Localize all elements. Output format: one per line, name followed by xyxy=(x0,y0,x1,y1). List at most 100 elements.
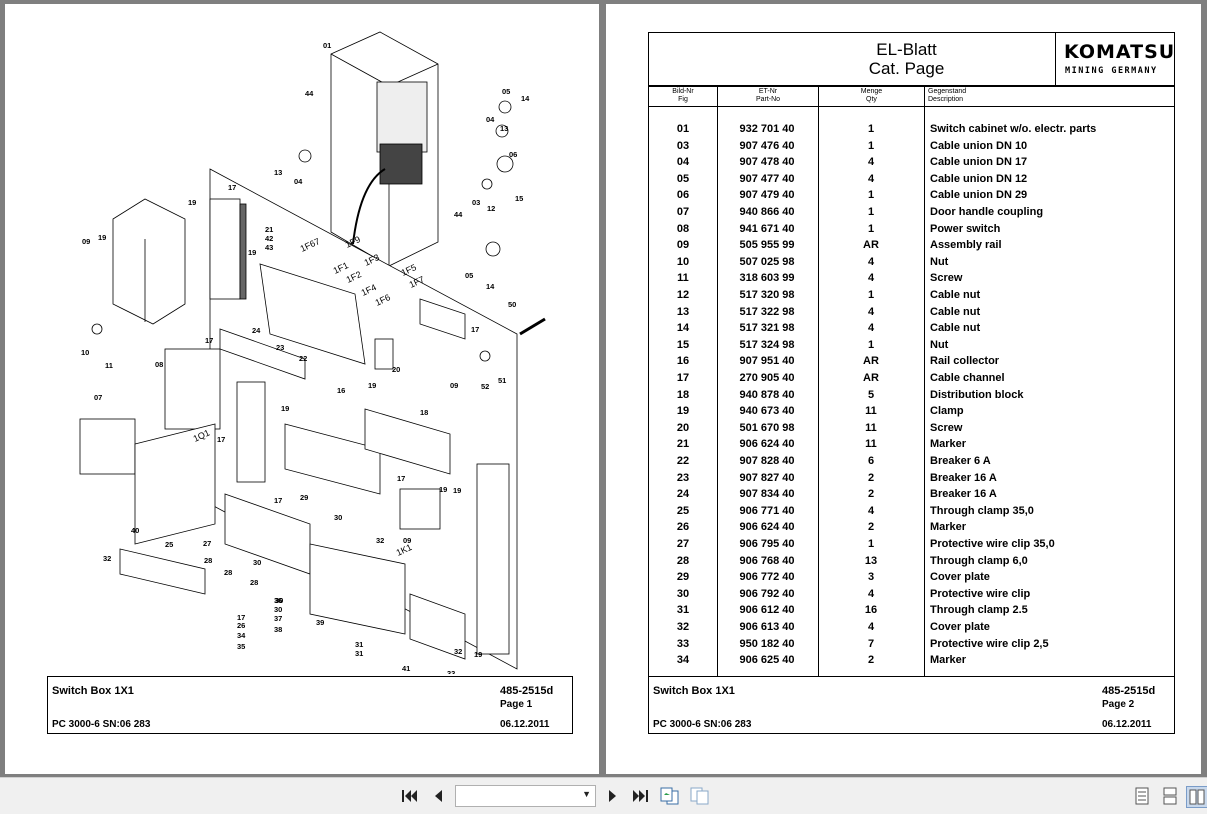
footer-page-number: Page 2 xyxy=(1102,699,1135,710)
callout-label: 19 xyxy=(474,650,482,659)
row-description: Through clamp 6,0 xyxy=(930,554,1028,567)
row-part-number: 501 670 98 xyxy=(739,421,795,434)
callout-label: 44 xyxy=(454,210,463,219)
callout-label: 32 xyxy=(376,536,384,545)
row-part-number: 906 795 40 xyxy=(739,538,795,550)
row-quantity: 4 xyxy=(867,587,875,600)
row-quantity: 4 xyxy=(867,504,875,517)
callout-label: 11 xyxy=(105,361,113,370)
row-fig: 15 xyxy=(676,338,690,351)
row-part-number: 517 321 98 xyxy=(739,322,795,335)
page-select[interactable]: ▼ xyxy=(455,785,596,807)
go-forward-icon[interactable] xyxy=(690,786,710,806)
row-quantity: 7 xyxy=(867,637,875,650)
callout-label: 52 xyxy=(481,382,489,391)
callout-label: 31 xyxy=(355,640,363,649)
callout-label: 19 xyxy=(368,381,376,390)
row-quantity: 1 xyxy=(867,538,875,550)
callout-label: 05 xyxy=(465,271,473,280)
row-part-number: 940 673 40 xyxy=(739,405,795,418)
footer-box: Switch Box 1X1 485-2515d Page 1 PC 3000-… xyxy=(47,676,573,734)
row-quantity: AR xyxy=(863,239,879,252)
row-quantity: AR xyxy=(863,372,879,384)
page-2: EL-Blatt Cat. Page KOMATSU MINING GERMAN… xyxy=(606,4,1201,774)
footer-machine: PC 3000-6 SN:06 283 xyxy=(52,719,151,730)
row-description: Nut xyxy=(930,338,949,351)
footer-machine: PC 3000-6 SN:06 283 xyxy=(653,719,752,730)
callout-label: 03 xyxy=(472,198,480,207)
row-fig: 08 xyxy=(676,222,690,235)
single-page-view-icon[interactable] xyxy=(1132,786,1152,806)
row-description: Rail collector xyxy=(930,355,1000,368)
row-description: Screw xyxy=(930,272,963,285)
continuous-view-icon[interactable] xyxy=(1160,786,1180,806)
callout-label: 13 xyxy=(274,168,282,177)
callout-label: 16 xyxy=(337,386,345,395)
callout-label: 28 xyxy=(250,578,258,587)
row-part-number: 907 827 40 xyxy=(739,471,795,484)
callout-label: 23 xyxy=(276,343,284,352)
callout-label: 13 xyxy=(500,124,508,133)
row-part-number: 907 477 40 xyxy=(739,172,795,185)
row-quantity: 1 xyxy=(867,139,875,152)
callout-label: 35 xyxy=(237,642,245,651)
callout-label: 29 xyxy=(300,493,308,502)
next-page-icon[interactable] xyxy=(603,786,623,806)
row-fig: 28 xyxy=(676,554,690,567)
callout-label: 44 xyxy=(305,89,314,98)
callout-label: 14 xyxy=(521,94,530,103)
callout-label: 32 xyxy=(454,647,462,656)
callout-label: 40 xyxy=(131,526,139,535)
row-part-number: 907 476 40 xyxy=(739,139,795,152)
callout-label: 15 xyxy=(515,194,523,203)
logo-subtitle: MINING GERMANY xyxy=(1065,66,1158,76)
callout-label: 07 xyxy=(94,393,102,402)
callout-label: 43 xyxy=(265,243,273,252)
callout-label: 09 xyxy=(450,381,458,390)
row-part-number: 906 625 40 xyxy=(739,654,795,667)
footer-date: 06.12.2011 xyxy=(1102,719,1152,730)
header-box: EL-Blatt Cat. Page KOMATSU MINING GERMAN… xyxy=(648,32,1175,86)
callout-label: 18 xyxy=(420,408,428,417)
first-page-icon[interactable] xyxy=(400,786,420,806)
row-description: Nut xyxy=(930,255,949,268)
row-quantity: 1 xyxy=(867,123,875,135)
row-quantity: 3 xyxy=(867,571,875,584)
row-description: Distribution block xyxy=(930,388,1024,401)
callout-label: 30 xyxy=(274,605,282,614)
row-part-number: 950 182 40 xyxy=(739,637,795,650)
row-quantity: 2 xyxy=(867,488,875,501)
row-quantity: 1 xyxy=(867,289,875,301)
row-quantity: 4 xyxy=(867,305,875,318)
row-part-number: 505 955 99 xyxy=(739,239,795,252)
callout-label: 25 xyxy=(165,540,173,549)
row-description: Cable union DN 10 xyxy=(930,139,1028,152)
row-part-number: 906 772 40 xyxy=(739,571,795,584)
previous-page-icon[interactable] xyxy=(428,786,448,806)
row-description: Cable union DN 17 xyxy=(930,156,1028,169)
callout-label: 30 xyxy=(253,558,261,567)
go-back-icon[interactable] xyxy=(660,786,680,806)
row-description: Through clamp 2.5 xyxy=(930,604,1028,617)
footer-page-number: Page 1 xyxy=(500,699,533,710)
two-page-view-icon[interactable] xyxy=(1186,786,1207,808)
row-part-number: 906 624 40 xyxy=(739,521,795,534)
last-page-icon[interactable] xyxy=(630,786,650,806)
callout-label: 17 xyxy=(228,183,236,192)
callout-label: 24 xyxy=(252,326,261,335)
row-quantity: 2 xyxy=(867,654,875,667)
callout-label: 17 xyxy=(397,474,405,483)
callout-label: 28 xyxy=(224,568,232,577)
row-part-number: 507 025 98 xyxy=(739,255,795,268)
komatsu-logo: KOMATSU MINING GERMANY xyxy=(1055,33,1174,85)
row-part-number: 906 792 40 xyxy=(739,587,795,600)
